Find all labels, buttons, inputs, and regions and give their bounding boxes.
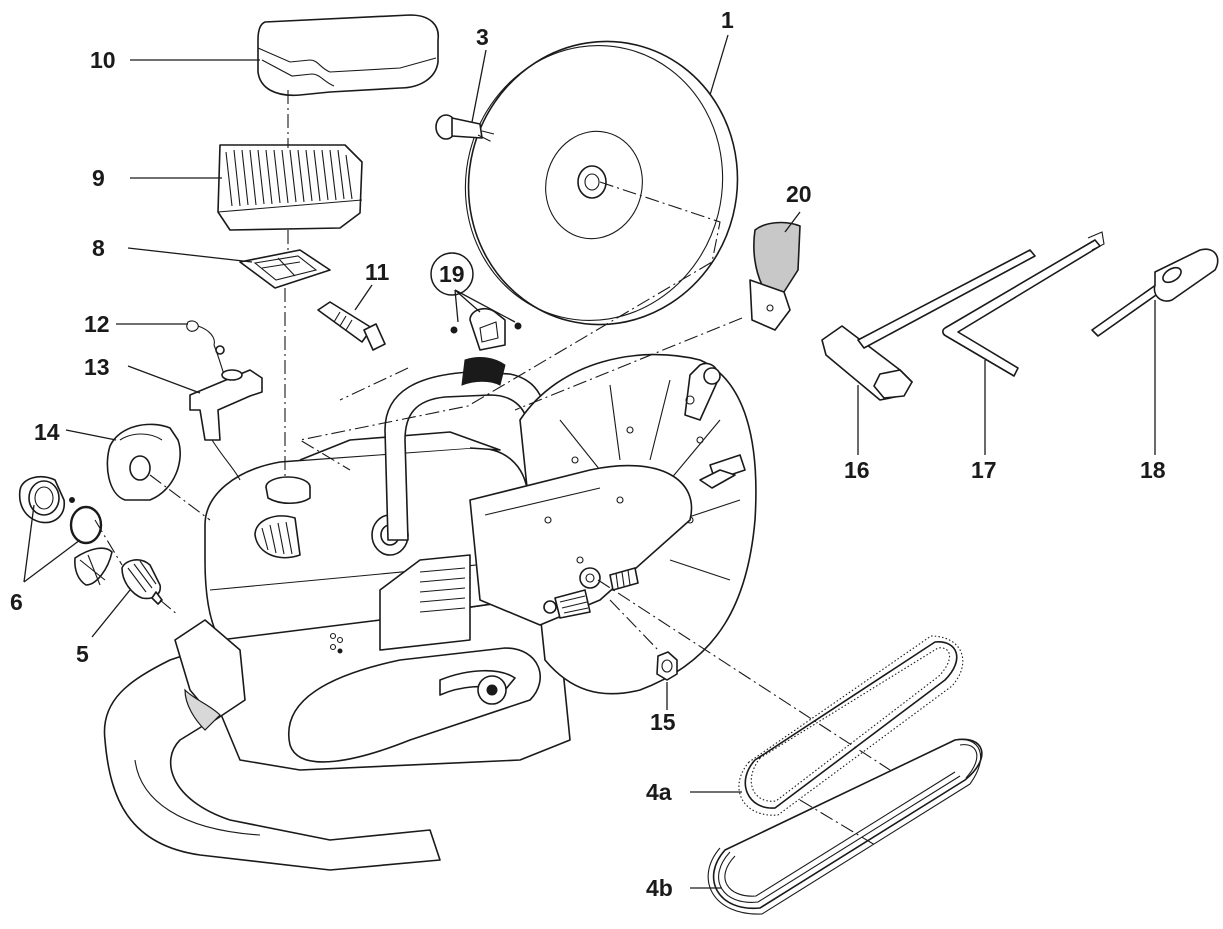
cutting-arm-and-guard bbox=[469, 353, 757, 695]
callout-9: 9 bbox=[92, 165, 105, 191]
callout-6: 6 bbox=[10, 589, 23, 615]
leader-lines bbox=[23, 34, 1156, 889]
filter-cover bbox=[257, 14, 439, 97]
callout-5: 5 bbox=[76, 641, 89, 667]
callout-16: 16 bbox=[844, 457, 870, 483]
callout-12: 12 bbox=[84, 311, 110, 337]
fuel-filter bbox=[121, 559, 163, 605]
callout-18: 18 bbox=[1140, 457, 1166, 483]
allen-key bbox=[942, 231, 1105, 377]
starter-cover-plate bbox=[106, 423, 181, 501]
callout-1: 1 bbox=[721, 7, 734, 33]
belt-4a bbox=[738, 635, 964, 816]
callout-8: 8 bbox=[92, 235, 105, 261]
cylinder-fins bbox=[379, 554, 471, 651]
callout-4a: 4a bbox=[646, 779, 672, 805]
blade-bolt bbox=[435, 114, 495, 140]
filter-o-ring bbox=[18, 476, 113, 586]
callout-4b: 4b bbox=[646, 875, 673, 901]
callout-11: 11 bbox=[365, 259, 390, 285]
callout-14: 14 bbox=[34, 419, 60, 445]
callout-19-circle bbox=[430, 252, 474, 296]
callout-10: 10 bbox=[90, 47, 116, 73]
starter-pawl-assembly bbox=[450, 308, 522, 386]
cover-vents bbox=[254, 515, 301, 559]
callout-17: 17 bbox=[971, 457, 997, 483]
callout-19: 19 bbox=[439, 261, 465, 287]
callout-20: 20 bbox=[786, 181, 812, 207]
callout-labels: 1 3 10 9 20 8 11 19 12 13 14 16 17 18 6 … bbox=[10, 7, 1166, 901]
screwdriver bbox=[1091, 248, 1219, 337]
combination-spanner bbox=[821, 249, 1036, 401]
filter-screen bbox=[749, 221, 801, 331]
belt-4b bbox=[707, 738, 983, 915]
spark-plug bbox=[317, 301, 386, 351]
callout-15: 15 bbox=[650, 709, 676, 735]
assembly-lines bbox=[94, 90, 891, 846]
filter-pleats bbox=[225, 149, 353, 207]
air-filter bbox=[217, 144, 363, 231]
starter-handle bbox=[186, 320, 263, 481]
nut bbox=[656, 651, 678, 681]
callout-3: 3 bbox=[476, 24, 489, 50]
callout-13: 13 bbox=[84, 354, 110, 380]
filter-base bbox=[239, 249, 331, 289]
